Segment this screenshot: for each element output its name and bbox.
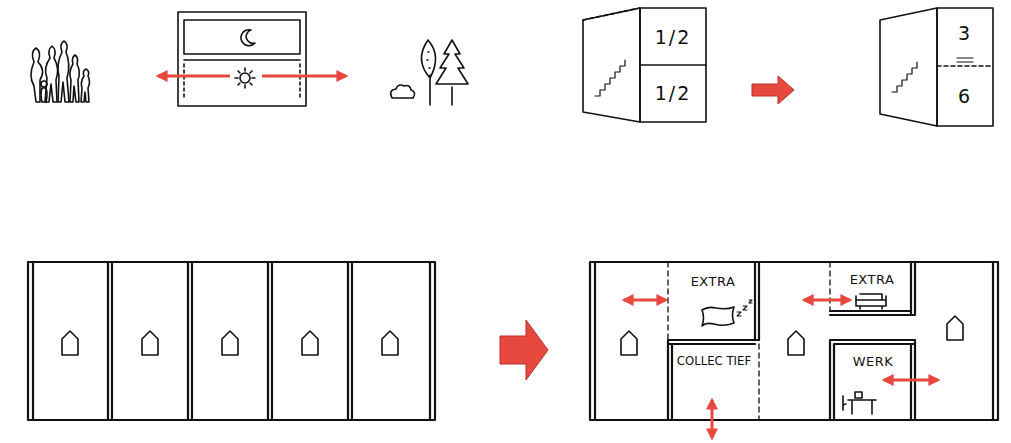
unit-count: 6 [939,70,991,122]
unit-count: 3 [939,12,991,54]
unit-share: 1/2 [643,68,703,118]
room-label: WERK [853,354,894,371]
unit-figure: 6 [958,85,972,107]
room-label: EXTRA [691,274,736,291]
desk-icon [843,392,876,414]
big-arrow [752,76,794,104]
dwelling-section [178,12,306,106]
extra-room: EXTRA [834,264,910,293]
red-arrows [158,76,938,438]
bed-icon [702,307,734,326]
work-room: WERK [836,346,910,386]
sofa-icon [856,294,886,309]
room-label: COLLEC TIEF [677,354,751,369]
unit-figure: 3 [958,22,972,44]
row-houses-after [590,262,998,420]
trees [391,40,468,105]
room-label: EXTRA [850,272,895,289]
moon-icon [241,30,255,46]
dashed-partitions [668,262,915,420]
big-arrow [500,320,548,380]
collective-room: COLLEC TIEF [674,346,754,398]
unit-share: 1/2 [643,12,703,62]
sun-icon [235,68,255,88]
extra-room: EXTRA [672,266,754,300]
row-houses-before [28,262,435,420]
stacked-unit-after [880,8,993,126]
stacked-unit-before [583,8,706,122]
unit-figure: 1/2 [655,26,692,48]
sleep-z [737,300,752,316]
unit-figure: 1/2 [655,82,692,104]
people-figures [31,41,90,102]
